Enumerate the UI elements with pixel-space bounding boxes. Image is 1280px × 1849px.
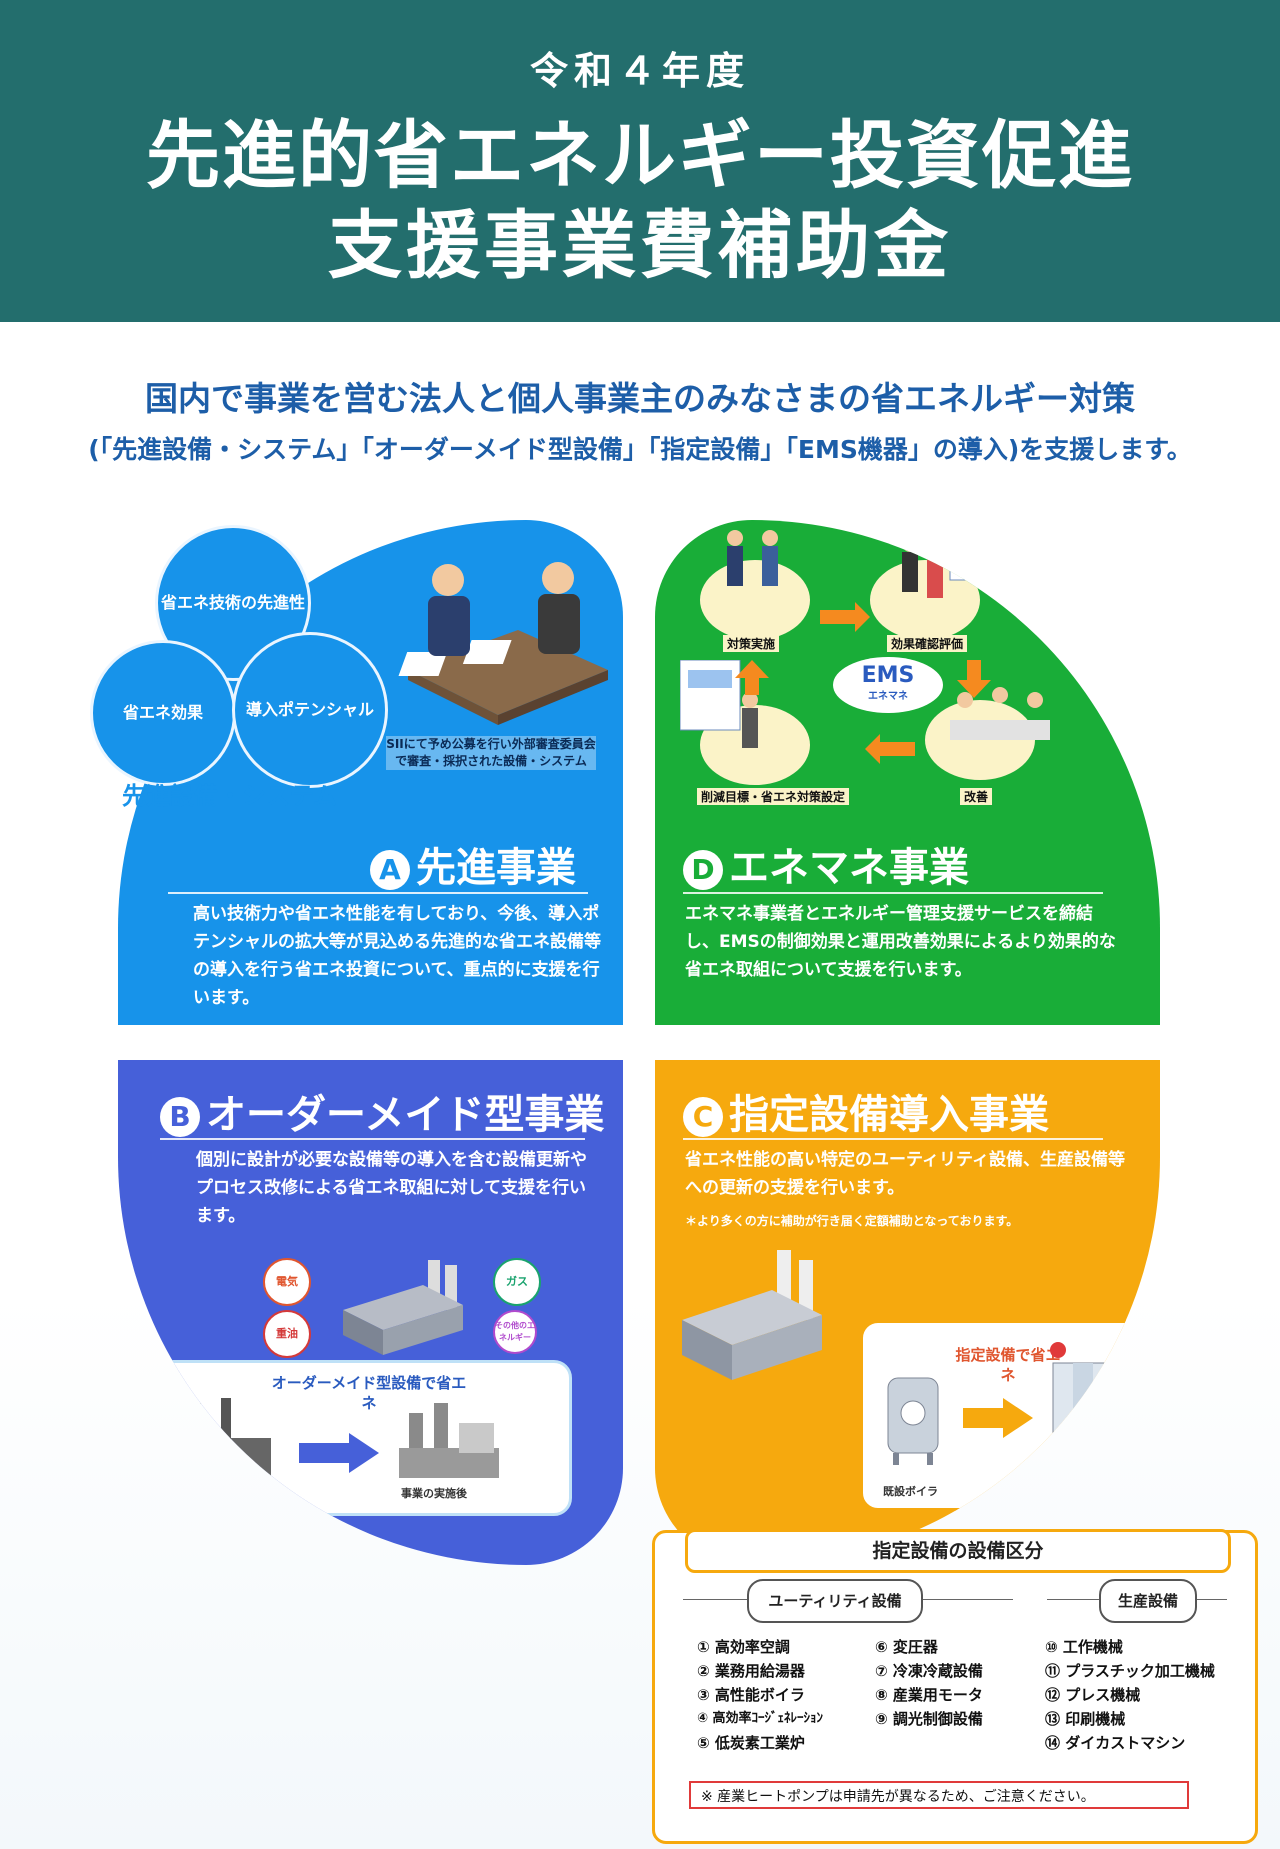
tag-electricity: 電気 (263, 1258, 311, 1306)
utility-list-1: ① 高効率空調 ② 業務用給湯器 ③ 高性能ボイラ ④ 高効率ｺｰｼﾞｪﾈﾚｰｼ… (697, 1635, 823, 1755)
quad-b-description: 個別に設計が必要な設備等の導入を含む設備更新やプロセス改修による省エネ取組に対し… (196, 1150, 587, 1226)
badge-a: A (370, 850, 410, 890)
heat-pump-note: ※ 産業ヒートポンプは申請先が異なるため、ご注意ください。 (689, 1781, 1189, 1809)
usage-bubble: エネマネの活用イメージ (1027, 568, 1145, 632)
right-arrow-icon (299, 1433, 379, 1473)
header-banner: 令和４年度 先進的省エネルギー投資促進 支援事業費補助金 (0, 0, 1280, 322)
panel-caption: オーダーメイド型設備で省エネ (271, 1374, 467, 1412)
badge-c: C (683, 1097, 723, 1137)
label-after: 事業の実施後 (401, 1487, 467, 1500)
people-icon (727, 530, 778, 586)
system-label: 先進設備・システム (122, 782, 338, 810)
list-item: ⑬ 印刷機械 (1045, 1710, 1126, 1728)
tag-gas: ガス (493, 1258, 541, 1306)
divider (683, 1138, 1103, 1140)
list-item: ⑩ 工作機械 (1045, 1638, 1123, 1656)
boiler-panel: 指定設備で省エネ 既設ボイラ 高性能ボイラ (860, 1320, 1151, 1511)
list-item: ① 高効率空調 (697, 1638, 790, 1656)
review-icon (902, 520, 1006, 598)
quadrant-d: 対策実施 効果確認評価 削減目標・省エネ対策設定 改善 EMS エネマネ エネマ… (655, 520, 1160, 1025)
equipment-category-box: 指定設備の設備区分 ユーティリティ設備 生産設備 ① 高効率空調 ② 業務用給湯… (652, 1529, 1258, 1844)
label-before: 既設ボイラ (883, 1485, 938, 1498)
old-boiler-icon (887, 1377, 939, 1465)
lead-line1: 国内で事業を営む法人と個人事業主のみなさまの省エネルギー対策 (145, 379, 1135, 418)
list-item: ⑦ 冷凍冷蔵設備 (875, 1662, 983, 1680)
list-item: ⑨ 調光制御設備 (875, 1710, 983, 1728)
badge-d: D (683, 850, 723, 890)
node-implement (700, 560, 810, 640)
ordermade-panel: オーダーメイド型設備で省エネ 事業の実施前 事業の実施後 (146, 1360, 572, 1516)
divider (160, 1138, 585, 1140)
fiscal-year: 令和４年度 (529, 49, 750, 93)
board-icon (680, 660, 758, 748)
list-item: ② 業務用給湯器 (697, 1662, 805, 1680)
utility-group-label: ユーティリティ設備 (747, 1579, 923, 1623)
list-item: ⑪ プラスチック加工機械 (1045, 1662, 1215, 1680)
production-group-label: 生産設備 (1099, 1579, 1197, 1623)
new-plant-icon (399, 1403, 499, 1478)
system-caption: SIIにて予め公募を行い外部審査委員会で審査・採択された設備・システム (386, 736, 596, 770)
title-line2: 支援事業費補助金 (328, 203, 952, 289)
old-plant-icon (181, 1398, 271, 1478)
equipment-title: 指定設備の設備区分 (685, 1529, 1231, 1573)
utility-list-2: ⑥ 変圧器 ⑦ 冷凍冷蔵設備 ⑧ 産業用モータ ⑨ 調光制御設備 (875, 1635, 983, 1731)
meeting-illustration (398, 562, 608, 725)
title-line1: 先進的省エネルギー投資促進 (146, 113, 1134, 199)
new-boiler-icon (1050, 1342, 1114, 1464)
circle-effect: 省エネ効果 (90, 640, 236, 786)
node-label-target: 削減目標・省エネ対策設定 (697, 788, 850, 805)
node-label-evaluate: 効果確認評価 (887, 635, 968, 652)
quad-a-description: 高い技術力や省エネ性能を有しており、今後、導入ポテンシャルの拡大等が見込める先進… (193, 904, 601, 1008)
node-label-implement: 対策実施 (723, 635, 780, 652)
list-item: ⑫ プレス機械 (1045, 1686, 1141, 1704)
label-before: 事業の実施前 (187, 1487, 253, 1500)
panel-caption: 指定設備で省エネ (955, 1346, 1061, 1384)
quad-c-description: 省エネ性能の高い特定のユーティリティ設備、生産設備等への更新の支援を行います。 (685, 1150, 1125, 1198)
list-item: ⑭ ダイカストマシン (1045, 1734, 1186, 1752)
quad-c-note: ＊より多くの方に補助が行き届く定額補助となっております。 (685, 1214, 1019, 1228)
production-list: ⑩ 工作機械 ⑪ プラスチック加工機械 ⑫ プレス機械 ⑬ 印刷機械 ⑭ ダイカ… (1045, 1635, 1215, 1755)
list-item: ③ 高性能ボイラ (697, 1686, 805, 1704)
list-item: ⑤ 低炭素工業炉 (697, 1734, 805, 1752)
badge-b: B (160, 1097, 200, 1137)
circle-potential: 導入ポテンシャル (232, 632, 388, 788)
lead-line2: (「先進設備・システム」「オーダーメイド型設備」「指定設備」「EMS機器」の導入… (88, 435, 1192, 464)
list-item: ④ 高効率ｺｰｼﾞｪﾈﾚｰｼｮﾝ (697, 1711, 824, 1726)
list-item: ⑧ 産業用モータ (875, 1686, 983, 1704)
tag-heavy-oil: 重油 (263, 1310, 311, 1358)
factory-icon (682, 1250, 822, 1380)
factory-icon (343, 1260, 463, 1355)
team-icon (950, 687, 1050, 740)
divider (683, 892, 1103, 894)
tag-other-energy: その他のエネルギー (493, 1310, 537, 1354)
right-arrow-icon (963, 1398, 1033, 1438)
divider (168, 892, 588, 894)
cycle-arrows (735, 602, 991, 764)
quad-d-description: エネマネ事業者とエネルギー管理支援サービスを締結し、EMSの制御効果と運用改善効… (685, 904, 1116, 980)
label-after: 高性能ボイラ (1038, 1485, 1104, 1498)
ems-logo: EMS エネマネ (833, 657, 943, 713)
list-item: ⑥ 変圧器 (875, 1638, 938, 1656)
node-label-improve: 改善 (960, 788, 993, 805)
